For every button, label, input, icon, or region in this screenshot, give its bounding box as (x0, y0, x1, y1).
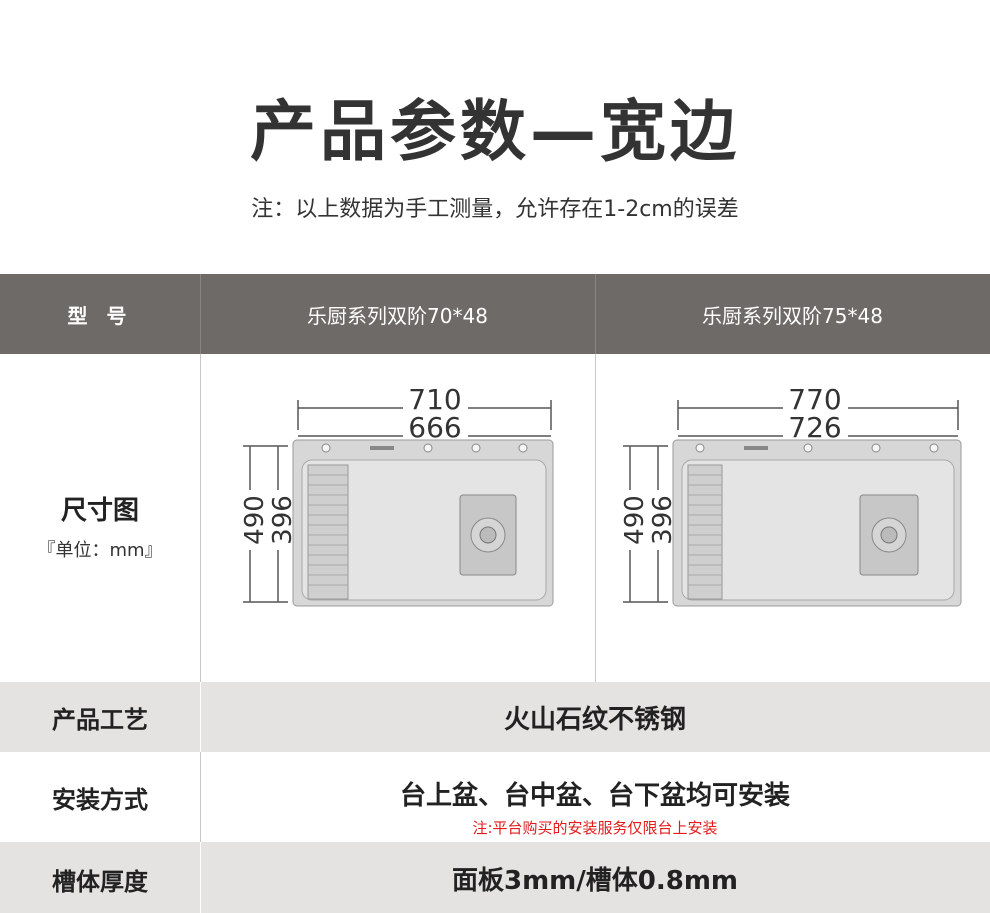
inner-width-label: 726 (788, 411, 841, 444)
thickness-row (0, 842, 990, 913)
page-title: 产品参数—宽边 (250, 93, 740, 170)
table-header-row: 型 号 乐厨系列双阶70*48 乐厨系列双阶75*48 (0, 274, 990, 354)
sink-diagram-b: 770 726 490 396 (620, 383, 962, 607)
size-row-label: 尺寸图 (60, 496, 139, 526)
header-model-a: 乐厨系列双阶70*48 (307, 303, 488, 328)
outer-width-label: 710 (408, 383, 461, 416)
craft-row-value: 火山石纹不锈钢 (503, 705, 686, 735)
outer-depth-label: 490 (620, 495, 650, 545)
size-unit-label: 『单位：mm』 (37, 540, 163, 561)
outer-width-label: 770 (788, 383, 841, 416)
header-model-b: 乐厨系列双阶75*48 (702, 303, 883, 328)
install-row-value: 台上盆、台中盆、台下盆均可安装 (399, 781, 790, 811)
install-service-note: 注:平台购买的安装服务仅限台上安装 (472, 819, 718, 837)
divider (595, 354, 596, 682)
divider (200, 354, 201, 682)
sink-diagram-a: 710 666 490 396 (240, 383, 554, 607)
measurement-note: 注：以上数据为手工测量，允许存在1-2cm的误差 (251, 197, 739, 222)
header-model-label: 型 号 (67, 303, 133, 328)
inner-width-label: 666 (408, 411, 461, 444)
outer-depth-label: 490 (240, 495, 270, 545)
craft-row-label: 产品工艺 (52, 706, 148, 734)
thickness-row-label: 槽体厚度 (52, 868, 148, 896)
thickness-row-value: 面板3mm/槽体0.8mm (451, 866, 738, 896)
install-row-label: 安装方式 (52, 786, 148, 814)
craft-row (0, 682, 990, 752)
